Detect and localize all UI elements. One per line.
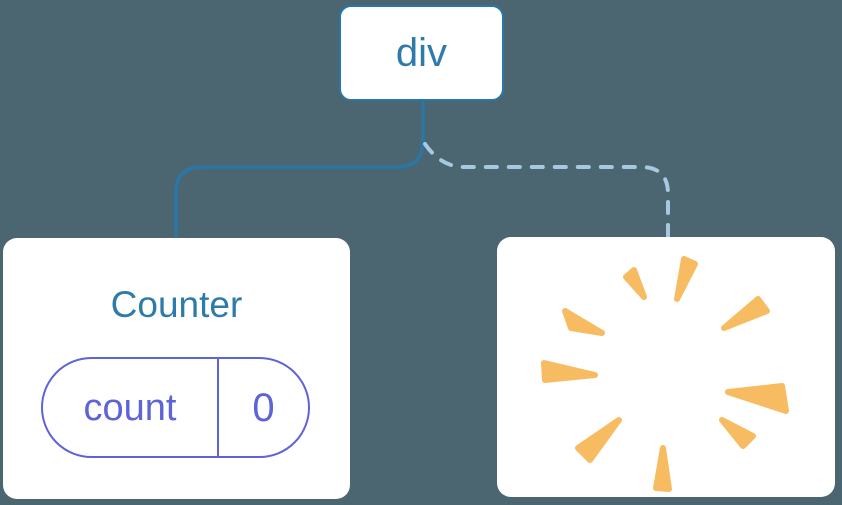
solid-connector-line	[174, 100, 425, 242]
state-pill: count 0	[41, 357, 310, 458]
counter-component-node: Counter count 0	[3, 238, 350, 499]
dashed-connector-line	[423, 142, 670, 240]
root-div-node: div	[339, 5, 504, 101]
state-key-label: count	[83, 386, 177, 429]
poof-icon	[541, 256, 789, 492]
root-div-node-label: div	[395, 31, 448, 75]
removed-component-node	[497, 237, 835, 497]
counter-node-title: Counter	[110, 284, 243, 325]
state-value: 0	[217, 359, 308, 456]
